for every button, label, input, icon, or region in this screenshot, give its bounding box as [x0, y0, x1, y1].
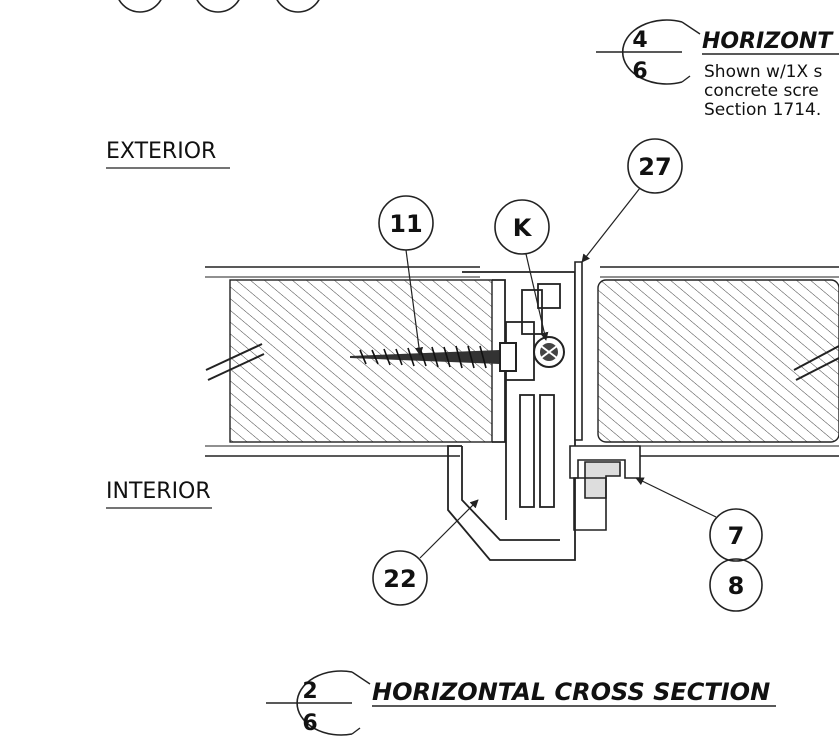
- detail-reference-top: 4 6 HORIZONT Shown w/1X s concrete scre …: [596, 19, 839, 120]
- cross-section: [205, 261, 839, 561]
- detail-main-sheet: 6: [302, 711, 317, 736]
- callout-27: 27: [581, 138, 683, 263]
- detail-main-number: 2: [302, 679, 317, 704]
- callout-22-number: 22: [383, 565, 416, 593]
- detail-reference-main: 2 6 HORIZONTAL CROSS SECTION: [266, 670, 776, 736]
- callout-11: 11: [378, 195, 434, 356]
- interior-label: INTERIOR: [106, 479, 211, 504]
- callout-8-number: 8: [728, 572, 745, 600]
- detail-main-title: HORIZONTAL CROSS SECTION: [372, 678, 770, 706]
- detail-top-number: 4: [632, 28, 647, 53]
- callout-11-number: 11: [389, 210, 422, 238]
- callout-22: 22: [372, 499, 479, 606]
- detail-top-note-1: Shown w/1X s: [704, 62, 823, 82]
- callout-7: 7: [635, 477, 763, 562]
- callout-7-number: 7: [728, 522, 745, 550]
- detail-top-title: HORIZONT: [702, 29, 834, 54]
- callout-k-letter: K: [513, 214, 533, 242]
- gasket: [569, 445, 641, 531]
- callout-8: 8: [709, 558, 763, 612]
- spline-strip: [574, 261, 583, 441]
- detail-top-note-2: concrete scre: [704, 81, 819, 101]
- exterior-label: EXTERIOR: [106, 139, 216, 164]
- fastener-k: [533, 336, 565, 368]
- callout-27-number: 27: [638, 153, 671, 181]
- detail-top-note-3: Section 1714.: [704, 100, 821, 120]
- cut-off-callouts: [118, 0, 320, 13]
- detail-top-sheet: 6: [632, 59, 647, 84]
- callout-k: K: [494, 199, 550, 341]
- right-wall-panel: [597, 279, 839, 443]
- screw-11: [350, 342, 517, 372]
